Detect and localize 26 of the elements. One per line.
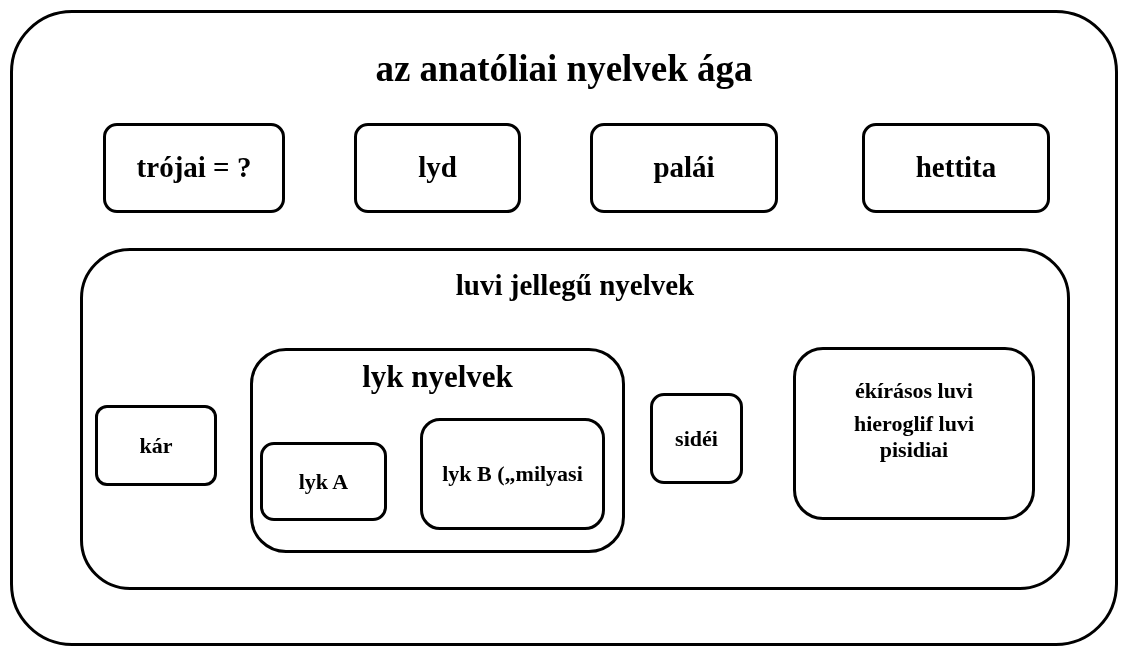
language-name: ékírásos luvi: [854, 378, 974, 404]
language-box: [793, 347, 1035, 520]
language-name: hieroglif luvi: [853, 411, 975, 437]
group-heading: az anatóliai nyelvek ága: [374, 47, 754, 91]
language-name: pisidiai: [878, 436, 950, 462]
language-box: [590, 123, 778, 213]
language-name: kár: [138, 432, 174, 459]
language-box: [862, 123, 1050, 213]
language-box: [420, 418, 605, 530]
group-heading: lyk nyelvek: [361, 359, 514, 396]
language-box: [650, 393, 743, 484]
language-box: [354, 123, 521, 213]
language-name: trójai = ?: [135, 151, 253, 185]
language-box: [103, 123, 285, 213]
language-name: sidéi: [674, 425, 719, 452]
group-box: [80, 248, 1070, 590]
language-box: [260, 442, 387, 521]
language-name: lyd: [417, 151, 458, 185]
language-name: lyk B („milyasi: [441, 461, 584, 487]
language-name: hettita: [914, 151, 998, 185]
language-box: [95, 405, 217, 486]
language-name: lyk A: [297, 468, 350, 495]
group-box: [10, 10, 1118, 646]
group-heading: luvi jellegű nyelvek: [454, 268, 696, 302]
group-box: [250, 348, 625, 553]
language-name: palái: [652, 151, 716, 185]
